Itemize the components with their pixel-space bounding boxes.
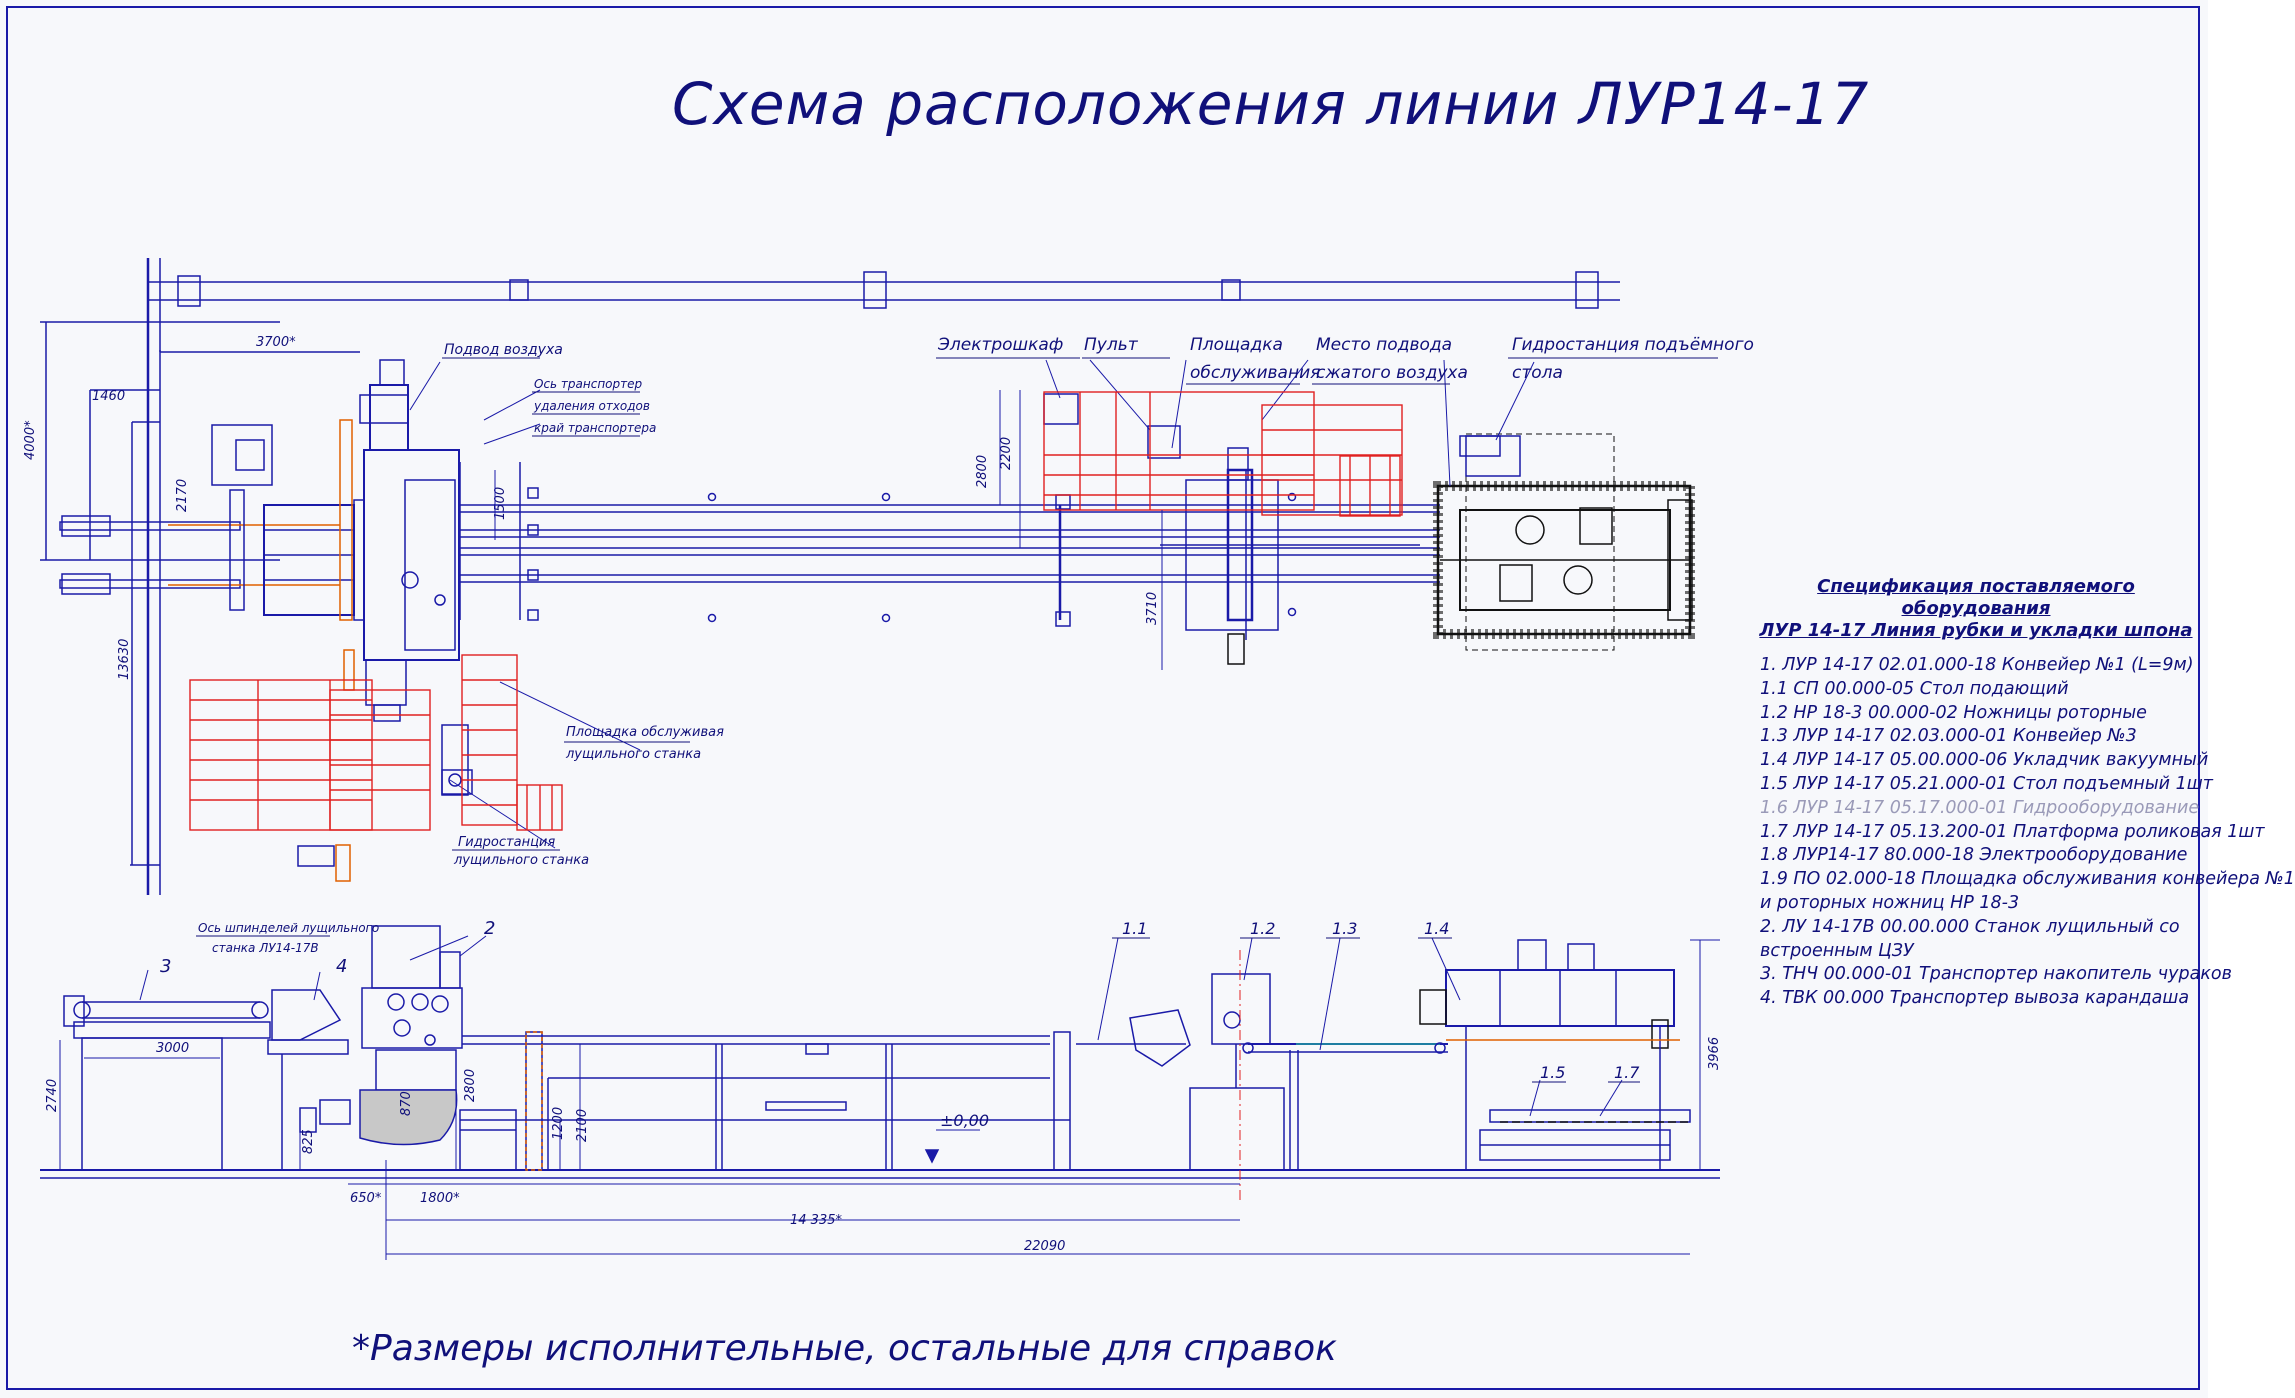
air-supply-label: Подвод воздуха <box>444 342 563 358</box>
spec-item: 1.6 ЛУР 14-17 05.17.000-01 Гидрооборудов… <box>1760 797 2200 818</box>
axis-waste-label-1: Ось транспортер <box>534 377 643 391</box>
spec-item: 1.1 СП 00.000-05 Стол подающий <box>1760 678 2069 699</box>
air-point-label-1: Место подвода <box>1316 335 1452 355</box>
dim-1800: 1800* <box>420 1191 460 1206</box>
spec-item: 3. ТНЧ 00.000-01 Транспортер накопитель … <box>1760 964 2232 985</box>
spec-item: 1.7 ЛУР 14-17 05.13.200-01 Платформа рол… <box>1760 821 2265 842</box>
dim-3700: 3700* <box>256 335 296 350</box>
drawing-title: Схема расположения линии ЛУР14-17 <box>672 70 1870 138</box>
dim-825: 825 <box>301 1129 316 1154</box>
hydro-lift-label-1: Гидростанция подъёмного <box>1512 335 1754 355</box>
pos-1-3: 1.3 <box>1332 919 1357 938</box>
spec-item: встроенным ЦЗУ <box>1760 940 1914 961</box>
service-platform-label-1: Площадка <box>1190 335 1283 355</box>
plan-view <box>40 258 1695 895</box>
axis-waste-label-2: удаления отходов <box>533 399 650 413</box>
dim-2200: 2200 <box>999 437 1014 470</box>
pos-4: 4 <box>336 956 347 977</box>
spec-item: и роторных ножниц НР 18-3 <box>1760 892 2020 913</box>
spindle-axis-label-1: Ось шпинделей лущильного <box>198 921 379 935</box>
dim-22090: 22090 <box>1024 1239 1065 1254</box>
dim-1460: 1460 <box>92 389 125 404</box>
lathe-platform-label-1: Площадка обслуживая <box>566 725 724 740</box>
spec-heading-2: ЛУР 14-17 Линия рубки и укладки шпона <box>1759 620 2193 641</box>
pos-1-4: 1.4 <box>1424 919 1449 938</box>
spec-item: 1.4 ЛУР 14-17 05.00.000-06 Укладчик ваку… <box>1760 750 2209 771</box>
pos-2: 2 <box>484 918 495 939</box>
lathe-hydro-label-1: Гидростанция <box>458 835 555 850</box>
service-platform-label-2: обслуживания <box>1190 363 1320 383</box>
spec-item: 1. ЛУР 14-17 02.01.000-18 Конвейер №1 (L… <box>1760 655 2194 675</box>
dim-3710: 3710 <box>1145 592 1160 625</box>
air-point-label-2: сжатого воздуха <box>1316 363 1468 383</box>
pos-1-2: 1.2 <box>1250 919 1275 938</box>
dim-2800: 2800 <box>975 455 990 488</box>
dim-14335: 14 335* <box>790 1213 842 1228</box>
spec-item: 1.5 ЛУР 14-17 05.21.000-01 Стол подъемны… <box>1760 773 2213 794</box>
spec-item: 1.9 ПО 02.000-18 Площадка обслуживания к… <box>1760 869 2295 890</box>
spec-list: 1. ЛУР 14-17 02.01.000-18 Конвейер №1 (L… <box>1760 654 2295 1011</box>
layout-drawing: Подвод воздуха Ось транспортер удаления … <box>23 258 1754 1260</box>
dim-1500: 1500 <box>493 487 508 520</box>
spec-item: 1.2 НР 18-3 00.000-02 Ножницы роторные <box>1760 702 2147 723</box>
lathe-hydro-label-2: лущильного станка <box>453 853 589 868</box>
service-platforms <box>189 391 1403 831</box>
dim-3000: 3000 <box>156 1041 189 1056</box>
spec-item: 2. ЛУ 14-17В 00.00.000 Станок лущильный … <box>1760 916 2180 937</box>
lathe-platform-label-2: лущильного станка <box>565 747 701 762</box>
dim-2170: 2170 <box>175 479 190 512</box>
pos-1-7: 1.7 <box>1614 1063 1640 1082</box>
sheet-frame <box>6 6 2200 1390</box>
spindle-axis-label-2: станка ЛУ14-17В <box>212 941 319 955</box>
el-cabinet-label: Электрошкаф <box>937 335 1063 355</box>
elevation-view <box>40 925 1720 1260</box>
hydro-lift-label-2: стола <box>1512 363 1563 383</box>
conveyor-edge-label: край транспортера <box>534 421 656 435</box>
pos-1-1: 1.1 <box>1122 919 1147 938</box>
spec-item: 1.3 ЛУР 14-17 02.03.000-01 Конвейер №3 <box>1760 726 2137 747</box>
dim-650: 650* <box>350 1191 382 1206</box>
dim-3966: 3966 <box>1707 1037 1722 1070</box>
spec-item: 4. ТВК 00.000 Транспортер вывоза каранда… <box>1760 988 2190 1009</box>
dim-870: 870 <box>399 1091 414 1116</box>
spec-heading-1: Спецификация поставляемого оборудования <box>1817 576 2135 619</box>
equipment-specification: Спецификация поставляемого оборудования … <box>1756 576 2295 1011</box>
dim-2800-elev: 2800 <box>463 1069 478 1102</box>
dim-4000: 4000* <box>23 420 38 460</box>
console-label: Пульт <box>1084 335 1139 355</box>
dim-2740: 2740 <box>45 1079 60 1112</box>
dim-2100: 2100 <box>575 1109 590 1142</box>
pos-3: 3 <box>160 956 171 977</box>
footnote: *Размеры исполнительные, остальные для с… <box>352 1328 1337 1369</box>
pos-1-5: 1.5 <box>1540 1063 1565 1082</box>
dim-13630: 13630 <box>117 639 132 680</box>
zero-level: ±0,00 <box>940 1111 989 1130</box>
drawing-sheet: Схема расположения линии ЛУР14-17 <box>6 6 2295 1390</box>
dim-1200: 1200 <box>551 1107 566 1140</box>
spec-item: 1.8 ЛУР14-17 80.000-18 Электрооборудован… <box>1760 845 2188 866</box>
